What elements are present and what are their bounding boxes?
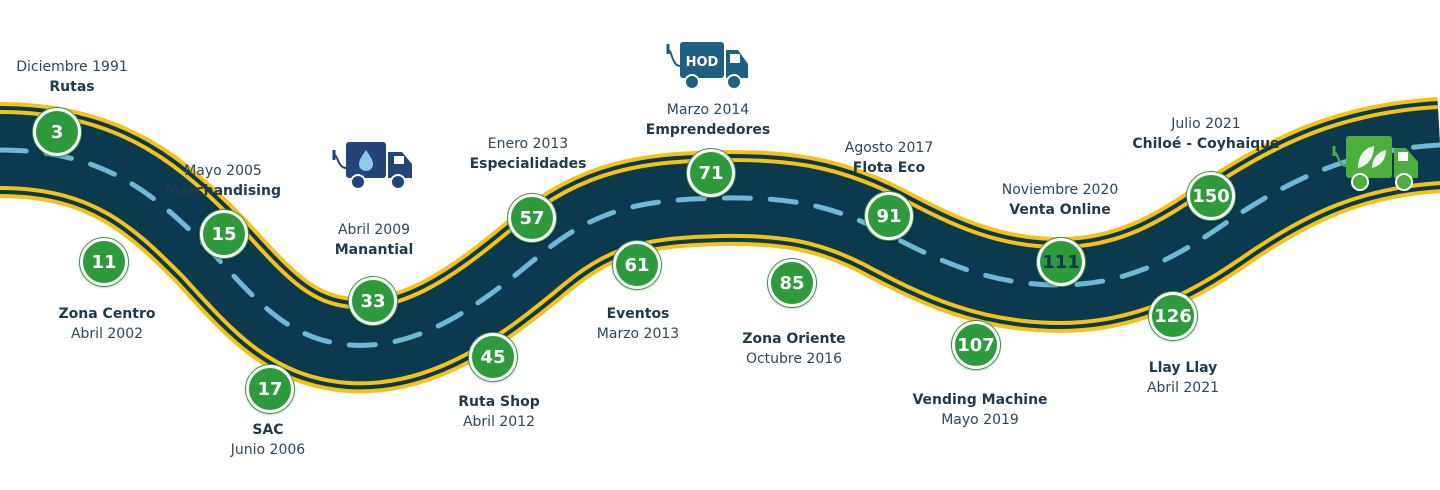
milestone-marker: 17	[246, 365, 294, 413]
milestone-name: Venta Online	[1009, 202, 1111, 218]
milestone-marker: 11	[80, 238, 128, 286]
milestone-name: Zona Centro	[58, 306, 156, 322]
milestone-label: Llay Llay Abril 2021	[1088, 358, 1278, 398]
milestone-marker: 33	[349, 277, 397, 325]
milestone-date: Abril 2009	[337, 222, 411, 238]
milestone-label: Enero 2013 Especialidades	[433, 134, 623, 174]
milestone-label: Zona Centro Abril 2002	[12, 304, 202, 344]
milestone-date: Marzo 2013	[596, 326, 680, 342]
milestone-marker: 85	[768, 259, 816, 307]
milestone-name: Flota Eco	[852, 160, 926, 176]
milestone-label: Marzo 2014 Emprendedores	[613, 100, 803, 140]
milestone-marker: 57	[508, 194, 556, 242]
milestone-label: Zona Oriente Octubre 2016	[699, 329, 889, 369]
milestone-name: Vending Machine	[912, 392, 1048, 408]
milestone-label: Ruta Shop Abril 2012	[404, 392, 594, 432]
milestone-date: Diciembre 1991	[16, 59, 128, 75]
milestone-name: Manantial	[334, 242, 414, 258]
water-truck-icon	[332, 142, 412, 190]
milestone-date: Agosto 2017	[844, 140, 934, 156]
milestone-date: Abril 2012	[462, 414, 536, 430]
milestone-date: Enero 2013	[487, 136, 569, 152]
milestone-label: SAC Junio 2006	[173, 420, 363, 460]
milestone-date: Octubre 2016	[745, 351, 843, 367]
milestone-marker: 150	[1187, 172, 1235, 220]
eco-leaf-truck-icon	[1332, 136, 1418, 191]
milestone-label: Noviembre 2020 Venta Online	[965, 180, 1155, 220]
milestone-label: Eventos Marzo 2013	[543, 304, 733, 344]
milestone-name: Eventos	[606, 306, 670, 322]
milestone-date: Mayo 2005	[184, 163, 262, 179]
milestone-name: Rutas	[49, 79, 95, 95]
milestone-date: Noviembre 2020	[1001, 182, 1119, 198]
milestone-marker: 91	[865, 192, 913, 240]
milestone-name: Especialidades	[469, 156, 587, 172]
milestone-label: Agosto 2017 Flota Eco	[794, 138, 984, 178]
milestone-label: Abril 2009 Manantial	[279, 220, 469, 260]
milestone-name: SAC	[252, 422, 284, 438]
milestone-marker: 107	[952, 321, 1000, 369]
milestone-name: Emprendedores	[645, 122, 771, 138]
hod-label: HOD	[686, 55, 719, 70]
milestone-marker: 61	[613, 241, 661, 289]
hod-electric-truck-icon: HOD	[666, 42, 748, 90]
road-center-dashes	[0, 142, 1440, 348]
milestone-label: Diciembre 1991 Rutas	[0, 57, 167, 97]
milestone-label: Mayo 2005 Merchandising	[128, 161, 318, 201]
milestone-marker: 15	[200, 210, 248, 258]
milestone-name: Llay Llay	[1148, 360, 1218, 376]
milestone-name: Merchandising	[165, 183, 281, 199]
milestone-date: Abril 2002	[70, 326, 144, 342]
milestone-date: Marzo 2014	[666, 102, 750, 118]
milestone-name: Zona Oriente	[742, 331, 846, 347]
milestone-date: Junio 2006	[230, 442, 306, 458]
milestone-marker: 71	[687, 149, 735, 197]
milestone-marker: 3	[33, 108, 81, 156]
milestone-marker: 45	[469, 333, 517, 381]
milestone-date: Mayo 2019	[941, 412, 1019, 428]
milestone-name: Ruta Shop	[458, 394, 540, 410]
milestone-date: Julio 2021	[1171, 116, 1241, 132]
milestone-label: Vending Machine Mayo 2019	[885, 390, 1075, 430]
milestone-label: Julio 2021 Chiloé - Coyhaique	[1111, 114, 1301, 154]
milestone-date: Abril 2021	[1146, 380, 1220, 396]
milestone-marker: 126	[1149, 292, 1197, 340]
milestone-name: Chiloé - Coyhaique	[1132, 136, 1280, 152]
milestone-marker: 111	[1037, 238, 1085, 286]
